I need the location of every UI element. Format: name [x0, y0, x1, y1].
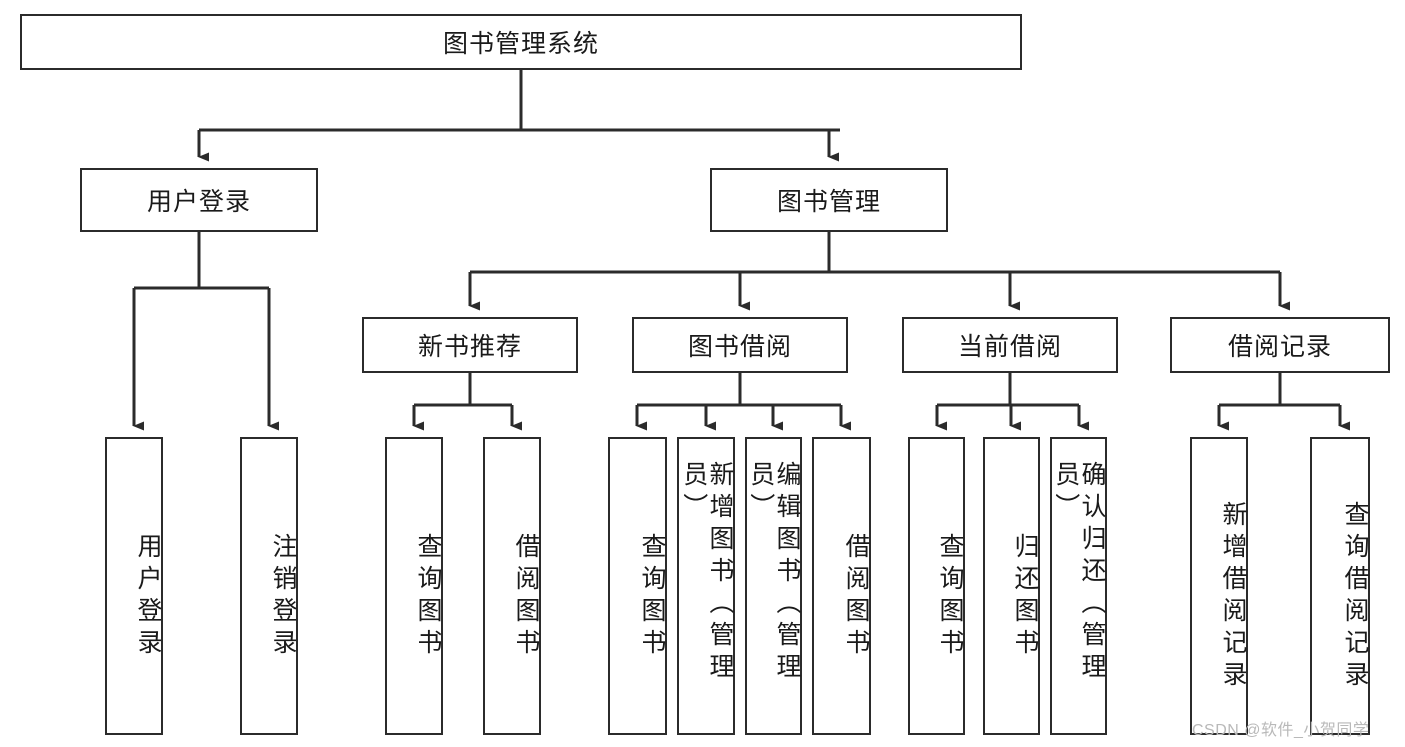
- node-book-manage[interactable]: 图书管理: [710, 168, 948, 232]
- node-borrow-record[interactable]: 借阅记录: [1170, 317, 1390, 373]
- node-leaf-query-book-rec[interactable]: 查询图书: [385, 437, 443, 735]
- watermark-text: CSDN @软件_小贺同学: [1192, 722, 1370, 739]
- node-current-borrow[interactable]: 当前借阅: [902, 317, 1118, 373]
- node-leaf-query-borrow-record[interactable]: 查询借阅记录: [1310, 437, 1370, 735]
- node-leaf-add-book[interactable]: 新增图书（管理员）: [677, 437, 735, 735]
- node-leaf-user-logout[interactable]: 注销登录: [240, 437, 298, 735]
- node-leaf-return-book[interactable]: 归还图书: [983, 437, 1040, 735]
- node-leaf-borrow-book-rec[interactable]: 借阅图书: [483, 437, 541, 735]
- node-leaf-edit-book[interactable]: 编辑图书（管理员）: [745, 437, 802, 735]
- node-new-book-recommend[interactable]: 新书推荐: [362, 317, 578, 373]
- node-leaf-user-login[interactable]: 用户登录: [105, 437, 163, 735]
- node-root[interactable]: 图书管理系统: [20, 14, 1022, 70]
- node-leaf-query-book-current[interactable]: 查询图书: [908, 437, 965, 735]
- node-user-login[interactable]: 用户登录: [80, 168, 318, 232]
- node-leaf-query-book-borrow[interactable]: 查询图书: [608, 437, 667, 735]
- node-leaf-add-borrow-record[interactable]: 新增借阅记录: [1190, 437, 1248, 735]
- node-leaf-borrow-book[interactable]: 借阅图书: [812, 437, 871, 735]
- node-leaf-confirm-return[interactable]: 确认归还（管理员）: [1050, 437, 1107, 735]
- node-book-borrow[interactable]: 图书借阅: [632, 317, 848, 373]
